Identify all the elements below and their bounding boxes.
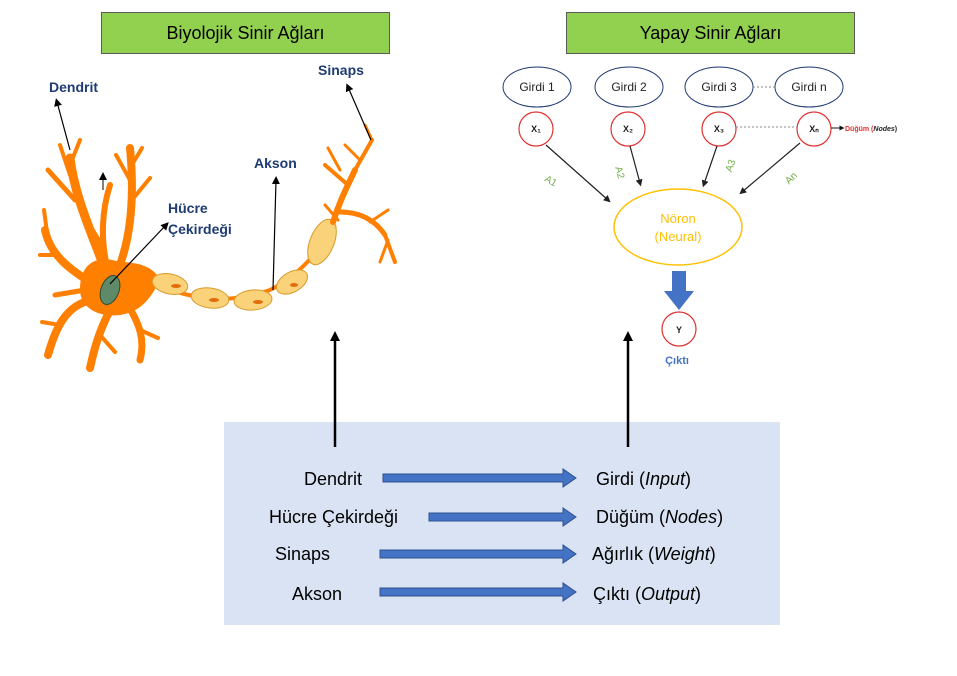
dendrite-branches bbox=[38, 138, 160, 372]
map-arrow-2 bbox=[428, 507, 577, 527]
weight-arrow-3 bbox=[701, 145, 718, 188]
output-node-label: Y bbox=[676, 325, 682, 335]
map-left-3: Sinaps bbox=[275, 544, 331, 564]
axon-label: Akson bbox=[254, 155, 297, 171]
output-label: Çıktı bbox=[665, 355, 689, 367]
node-x2-label: X₂ bbox=[623, 124, 633, 134]
map-left-4: Akson bbox=[292, 584, 343, 604]
node-xn bbox=[796, 111, 832, 147]
dendrite-label: Dendrit bbox=[49, 79, 98, 95]
input-n-label: Girdi n bbox=[791, 80, 826, 94]
node-xn-label: Xₙ bbox=[809, 124, 819, 134]
node-x2 bbox=[610, 111, 646, 147]
node-x1-label: X₁ bbox=[531, 124, 541, 134]
node-note: Düğüm (Nodes) bbox=[845, 126, 897, 133]
input-2 bbox=[594, 66, 664, 108]
input-1-label: Girdi 1 bbox=[519, 80, 555, 94]
node-x1 bbox=[518, 111, 554, 147]
weight-arrow-1 bbox=[545, 144, 611, 203]
map-right-3: Ağırlık (Weight) bbox=[592, 544, 716, 564]
weight-arrow-2 bbox=[629, 145, 643, 187]
weight-a3: A3 bbox=[724, 158, 739, 174]
map-left-2: Hücre Çekirdeği bbox=[269, 507, 399, 527]
neuron-label-2: (Neural) bbox=[655, 229, 702, 244]
node-x3 bbox=[701, 111, 737, 147]
node-x3-label: X₃ bbox=[714, 124, 724, 134]
map-right-1: Girdi (Input) bbox=[596, 469, 692, 489]
biological-title: Biyolojik Sinir Ağları bbox=[101, 12, 390, 54]
nucleus-label-line1: Hücre bbox=[168, 200, 208, 216]
map-arrow-4 bbox=[379, 582, 577, 602]
map-right-4: Çıktı (Output) bbox=[593, 584, 702, 604]
cell-nucleus bbox=[99, 275, 121, 305]
weight-a1: A1 bbox=[543, 174, 559, 190]
synapse-label: Sinaps bbox=[318, 62, 364, 78]
output-node bbox=[661, 311, 697, 347]
weight-a2: A2 bbox=[612, 165, 626, 180]
nucleus-label-line2: Çekirdeği bbox=[168, 221, 232, 237]
input-1 bbox=[502, 66, 572, 108]
map-arrow-1 bbox=[382, 468, 577, 488]
neuron-ellipse bbox=[613, 188, 743, 266]
weight-arrow-n bbox=[739, 142, 801, 195]
neuron-label-1: Nöron bbox=[660, 211, 695, 226]
artificial-title: Yapay Sinir Ağları bbox=[566, 12, 855, 54]
input-3-label: Girdi 3 bbox=[701, 80, 737, 94]
input-2-label: Girdi 2 bbox=[611, 80, 647, 94]
output-arrow bbox=[664, 271, 694, 310]
map-right-2: Düğüm (Nodes) bbox=[596, 507, 724, 527]
map-left-1: Dendrit bbox=[304, 469, 363, 489]
myelin-sheaths bbox=[151, 218, 337, 311]
map-arrow-3 bbox=[379, 544, 577, 564]
